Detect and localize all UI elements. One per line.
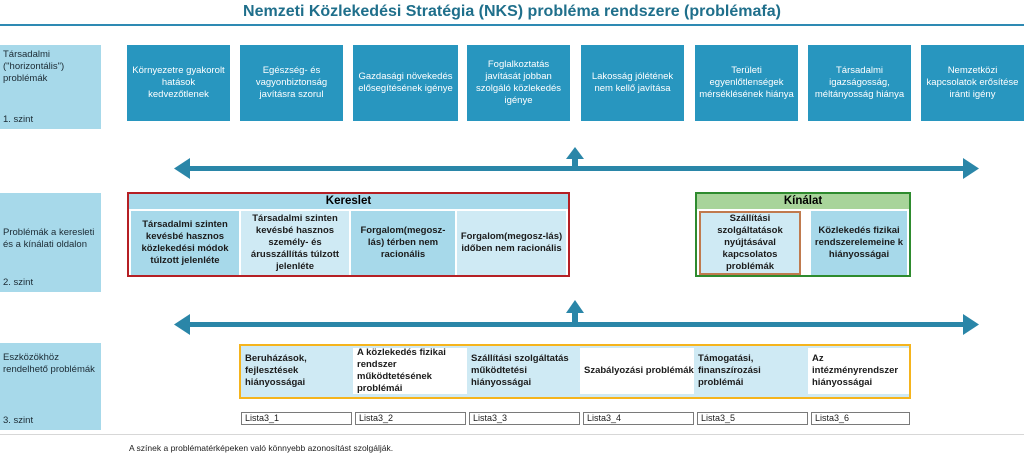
level-2-number: 2. szint	[3, 277, 34, 288]
kereslet-group: Kereslet Társadalmi szinten kevésbé hasz…	[127, 192, 570, 277]
kereslet-item-4: Forgalom(megosz-lás) időben nem racionál…	[457, 211, 566, 275]
level1-box-regional: Területi egyenlőtlenségek mérséklésének …	[695, 45, 798, 121]
footnote: A színek a problématérképeken való könny…	[129, 443, 394, 453]
level1-box-international: Nemzetközi kapcsolatok erősítése iránti …	[921, 45, 1024, 121]
level-1-name: Társadalmi ("horizontális") problémák	[3, 49, 65, 84]
title-underline	[0, 24, 1024, 26]
level3-band	[239, 344, 911, 399]
footer-divider	[0, 434, 1024, 435]
list-item[interactable]: Lista3_2	[355, 412, 466, 425]
kereslet-header: Kereslet	[129, 194, 568, 209]
kereslet-item-2: Társadalmi szinten kevésbé hasznos szemé…	[241, 211, 349, 275]
level1-box-employment: Foglalkoztatás javítását jobban szolgáló…	[467, 45, 570, 121]
list-item[interactable]: Lista3_3	[469, 412, 580, 425]
level3-item-2: A közlekedés fizikai rendszer működtetés…	[353, 347, 467, 394]
level3-item-4: Szabályozási problémák	[580, 348, 694, 394]
level3-item-1: Beruházások, fejlesztések hiányosságai	[245, 353, 307, 388]
level3-item-3: Szállítási szolgáltatás működtetési hián…	[471, 353, 569, 388]
level-2-name: Problémák a keresleti és a kínálati olda…	[3, 227, 95, 250]
kinalat-group: Kínálat Szállítási szolgáltatások nyújtá…	[695, 192, 911, 277]
kinalat-item-2: Közlekedés fizikai rendszerelemeine k hi…	[811, 211, 907, 275]
level-3-number: 3. szint	[3, 415, 34, 426]
level3-item-5: Támogatási, finanszírozási problémái	[698, 353, 761, 388]
kereslet-item-1: Társadalmi szinten kevésbé hasznos közle…	[131, 211, 239, 275]
kinalat-item-1: Szállítási szolgáltatások nyújtásával ka…	[699, 211, 801, 275]
list-item[interactable]: Lista3_4	[583, 412, 694, 425]
page-title: Nemzeti Közlekedési Stratégia (NKS) prob…	[243, 3, 781, 20]
level1-box-social-justice: Társadalmi igazságosság, méltányosság hi…	[808, 45, 911, 121]
level-1-label: Társadalmi ("horizontális") problémák 1.…	[0, 45, 101, 129]
list-item[interactable]: Lista3_5	[697, 412, 808, 425]
list-item[interactable]: Lista3_1	[241, 412, 352, 425]
level-2-label: Problémák a keresleti és a kínálati olda…	[0, 193, 101, 292]
list-item[interactable]: Lista3_6	[811, 412, 910, 425]
level-1-number: 1. szint	[3, 114, 34, 125]
level1-box-environment: Környezetre gyakorolt hatások kedvezőtle…	[127, 45, 230, 121]
kinalat-header: Kínálat	[697, 194, 909, 209]
level1-box-welfare: Lakosság jólétének nem kellő javítása	[581, 45, 684, 121]
level-3-label: Eszközökhöz rendelhető problémák 3. szin…	[0, 343, 101, 430]
level1-box-economic-growth: Gazdasági növekedés elősegítésének igény…	[353, 45, 458, 121]
kereslet-item-3: Forgalom(megosz-lás) térben nem racionál…	[351, 211, 455, 275]
level1-box-health-safety: Egészség- és vagyonbiztonság javításra s…	[240, 45, 343, 121]
level3-item-6: Az intézményrendszer hiányosságai	[808, 348, 909, 394]
level-3-name: Eszközökhöz rendelhető problémák	[3, 352, 95, 375]
